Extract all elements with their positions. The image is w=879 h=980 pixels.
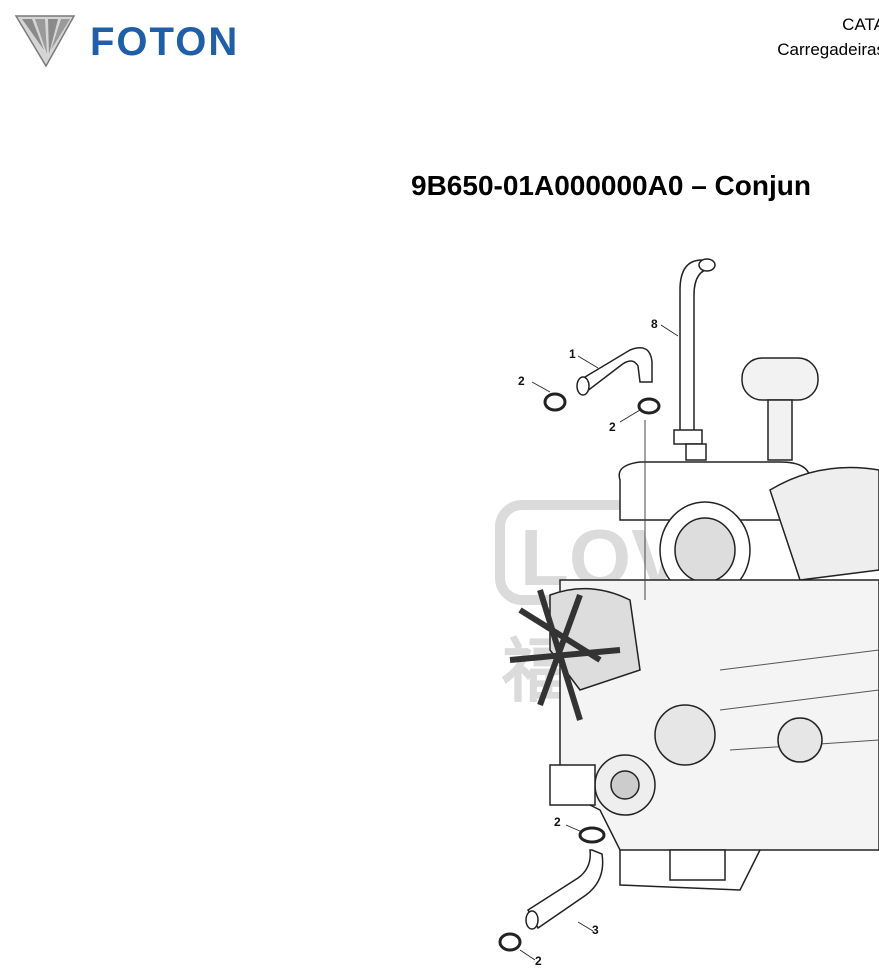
callout-2-d: 2 [535,954,542,968]
callout-3: 3 [592,923,599,937]
foton-logo: FOTON [14,14,237,68]
callout-2-a: 2 [518,374,525,388]
callout-2-c: 2 [554,815,561,829]
document-title: 9B650-01A000000A0 – Conjun [411,170,811,201]
callouts: 8 1 2 2 2 3 2 [518,317,679,968]
engine-block [509,357,879,891]
callout-1: 1 [569,347,576,361]
lower-hose [525,849,604,930]
foton-logo-icon [14,15,76,68]
catalog-line-2: Carregadeiras [777,40,879,59]
brand-name: FOTON [90,20,240,64]
exhaust-pipe [673,258,716,461]
catalog-header: CATA Carregadeiras [777,12,879,62]
callout-8: 8 [651,317,658,331]
catalog-line-1: CATA [842,15,879,34]
upper-hose [576,347,653,396]
hose-clamps [498,392,661,952]
engine-exploded-diagram: LOVO 福田雷沃重 [495,258,879,968]
callout-2-b: 2 [609,420,616,434]
